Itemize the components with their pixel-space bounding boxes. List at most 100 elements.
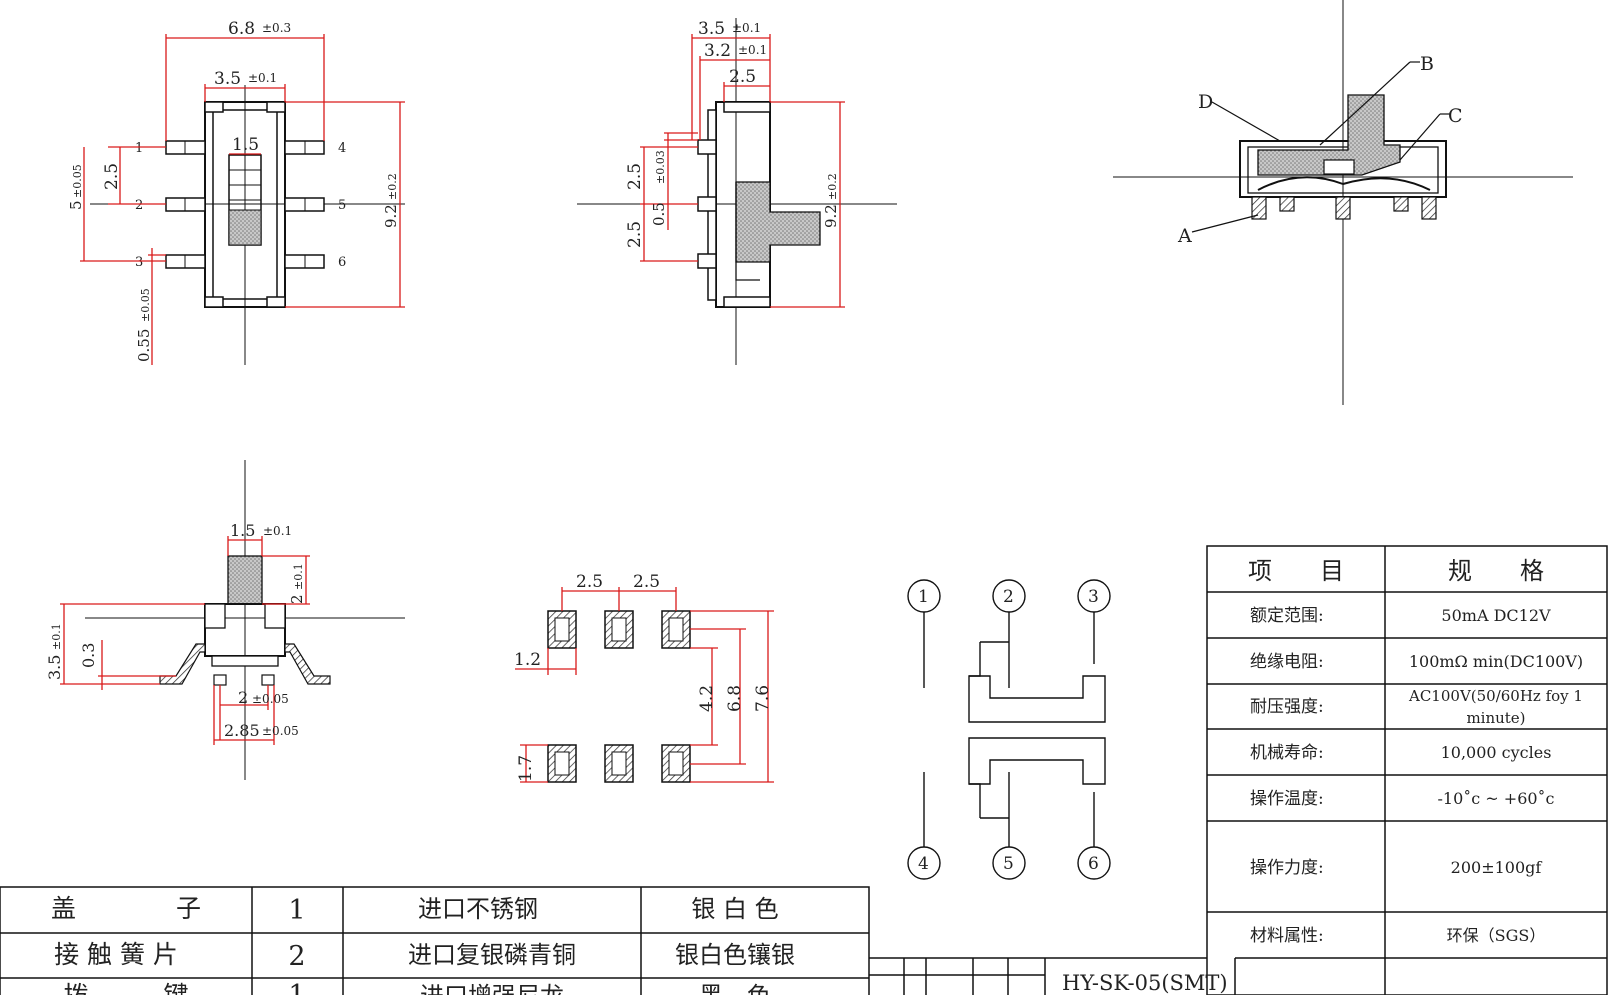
dim-fp-outer: 7.6 — [753, 685, 773, 712]
dim-side-length: 9.2 — [822, 204, 840, 228]
spec-row-3-value: AC100V(50/60Hz foy 1 — [1408, 687, 1583, 705]
side-pin-1 — [697, 139, 717, 155]
spec-row-3-label: 耐压强度: — [1250, 697, 1324, 717]
bom-row-3-color: 黑 色 — [699, 982, 771, 995]
spec-row-7-value: 环保（SGS） — [1447, 926, 1546, 945]
model-number: HY-SK-05(SMT) — [1062, 971, 1228, 995]
dim-fp-pitch-b: 2.5 — [633, 572, 660, 592]
pin-label-5: 5 — [338, 198, 346, 213]
dim-depth-total: 3.5 — [698, 19, 725, 39]
dim-lead-thick: 0.3 — [79, 643, 98, 668]
label-a: A — [1177, 225, 1192, 247]
dim-foot-b-tol: ±0.05 — [262, 724, 299, 738]
bom-row-3-material: 进口增强尼龙 — [420, 982, 564, 995]
dim-knob-height-tol: ±0.1 — [292, 563, 305, 590]
dim-foot-a-tol: ±0.05 — [252, 692, 289, 706]
bom-row-1-part: 盖 子 — [51, 894, 201, 923]
dim-pin-span-tol: ±0.05 — [71, 164, 84, 198]
dim-foot-b: 2.85 — [224, 721, 260, 740]
lead-right — [284, 643, 331, 685]
bom-row-3-part: 拨 键 — [63, 981, 188, 995]
dim-side-pitch-a: 2.5 — [625, 163, 645, 190]
spec-row-5-value: -10˚c ~ +60˚c — [1437, 789, 1554, 808]
pin-label-2: 2 — [135, 198, 143, 213]
spec-row-4-value: 10,000 cycles — [1441, 743, 1552, 762]
pad-4 — [547, 744, 577, 783]
front-view: 1.5 ±0.1 2 ±0.1 3.5 ±0.1 0.3 2 ±0.05 2.8… — [45, 460, 405, 780]
dim-width-total: 6.8 — [228, 19, 255, 39]
section-slider — [1257, 94, 1401, 176]
dim-width-body-tol: ±0.1 — [248, 71, 277, 85]
dim-width-total-tol: ±0.3 — [262, 21, 291, 35]
dim-pin-thick-tol: ±0.03 — [654, 150, 667, 184]
dim-front-knob-tol: ±0.1 — [263, 524, 292, 538]
dim-side-length-tol: ±0.2 — [826, 173, 839, 200]
top-view: 1 2 3 4 5 6 6.8 ±0.3 3.5 ±0.1 — [67, 19, 405, 365]
dim-pad-w: 1.2 — [514, 650, 541, 670]
side-pin-3 — [697, 253, 717, 269]
spec-header-spec: 规 格 — [1448, 557, 1544, 585]
dim-pin-width-tol: ±0.05 — [139, 288, 152, 322]
dim-pin-pitch: 2.5 — [102, 163, 122, 190]
spec-row-6-value: 200±100gf — [1451, 858, 1543, 877]
schematic-labels: 1 2 3 4 5 6 — [918, 587, 1099, 874]
title-block: HY-SK-05(SMT) — [869, 957, 1607, 995]
dim-length-tol: ±0.2 — [386, 173, 399, 200]
dim-fp-pitch-a: 2.5 — [576, 572, 603, 592]
label-b: B — [1420, 53, 1434, 75]
bom-row-2-material: 进口复银磷青铜 — [408, 941, 576, 969]
spec-row-2-label: 绝缘电阻: — [1250, 652, 1324, 672]
schematic — [907, 579, 1111, 880]
spec-row-5-label: 操作温度: — [1250, 789, 1324, 809]
pin-label-1: 1 — [135, 141, 143, 156]
bom-row-2-part: 接 触 簧 片 — [54, 940, 178, 969]
label-d: D — [1198, 91, 1213, 113]
spec-header-item: 项 目 — [1248, 557, 1344, 585]
section-view: D B C A — [1113, 0, 1573, 405]
dim-depth-total-tol: ±0.1 — [732, 21, 761, 35]
dim-fp-mid: 6.8 — [725, 685, 745, 712]
spec-row-1-label: 额定范围: — [1250, 606, 1324, 626]
bom-row-1-material: 进口不锈钢 — [418, 895, 538, 923]
side-knob — [735, 181, 821, 263]
bom-table: 盖 子 1 进口不锈钢 银 白 色 接 触 簧 片 2 进口复银磷青铜 银白色镶… — [0, 886, 870, 995]
spec-table: 项 目 规 格 额定范围: 50mA DC12V 绝缘电阻: 100mΩ min… — [1206, 545, 1608, 995]
dim-pin-span: 5 — [67, 200, 85, 210]
dim-depth-inner: 2.5 — [729, 67, 756, 87]
sch-label-1: 1 — [918, 587, 929, 607]
spec-row-2-value: 100mΩ min(DC100V) — [1409, 652, 1583, 671]
dim-knob-width: 1.5 — [232, 135, 259, 155]
dim-foot-a: 2 — [238, 688, 248, 707]
dim-width-body: 3.5 — [214, 69, 241, 89]
spec-row-4-label: 机械寿命: — [1250, 743, 1324, 763]
dim-front-height-tol: ±0.1 — [50, 623, 63, 650]
spec-row-3-value-cont: minute) — [1466, 709, 1525, 727]
bom-row-1-qty: 1 — [288, 895, 305, 926]
bom-row-1-color: 银 白 色 — [691, 895, 778, 923]
bom-row-2-qty: 2 — [288, 941, 305, 972]
side-pin-2 — [697, 196, 717, 212]
dim-knob-height: 2 — [288, 594, 306, 604]
spec-row-6-label: 操作力度: — [1250, 858, 1324, 878]
spec-row-7-label: 材料属性: — [1250, 926, 1324, 946]
lead-left — [159, 643, 206, 685]
bom-row-3-qty: 1 — [288, 980, 305, 995]
pin-label-6: 6 — [338, 255, 346, 270]
pcb-footprint: 2.5 2.5 1.2 1.7 4.2 6.8 7.6 — [514, 572, 774, 783]
dim-fp-gap: 4.2 — [697, 685, 717, 712]
label-c: C — [1448, 105, 1463, 127]
front-knob — [227, 555, 263, 605]
dim-length: 9.2 — [382, 204, 400, 228]
side-view: 3.5 ±0.1 3.2 ±0.1 2.5 2.5 2.5 0.5 ±0.03 … — [577, 18, 897, 365]
sch-label-2: 2 — [1003, 587, 1014, 607]
sch-label-6: 6 — [1088, 854, 1099, 874]
dim-side-pitch-b: 2.5 — [625, 221, 645, 248]
dim-pad-h: 1.7 — [516, 755, 536, 782]
dim-front-knob: 1.5 — [230, 521, 255, 540]
dim-pin-thick: 0.5 — [650, 202, 668, 226]
sch-label-3: 3 — [1088, 587, 1099, 607]
dim-depth-mid: 3.2 — [704, 41, 731, 61]
spec-row-1-value: 50mA DC12V — [1441, 606, 1551, 625]
dim-depth-mid-tol: ±0.1 — [738, 43, 767, 57]
